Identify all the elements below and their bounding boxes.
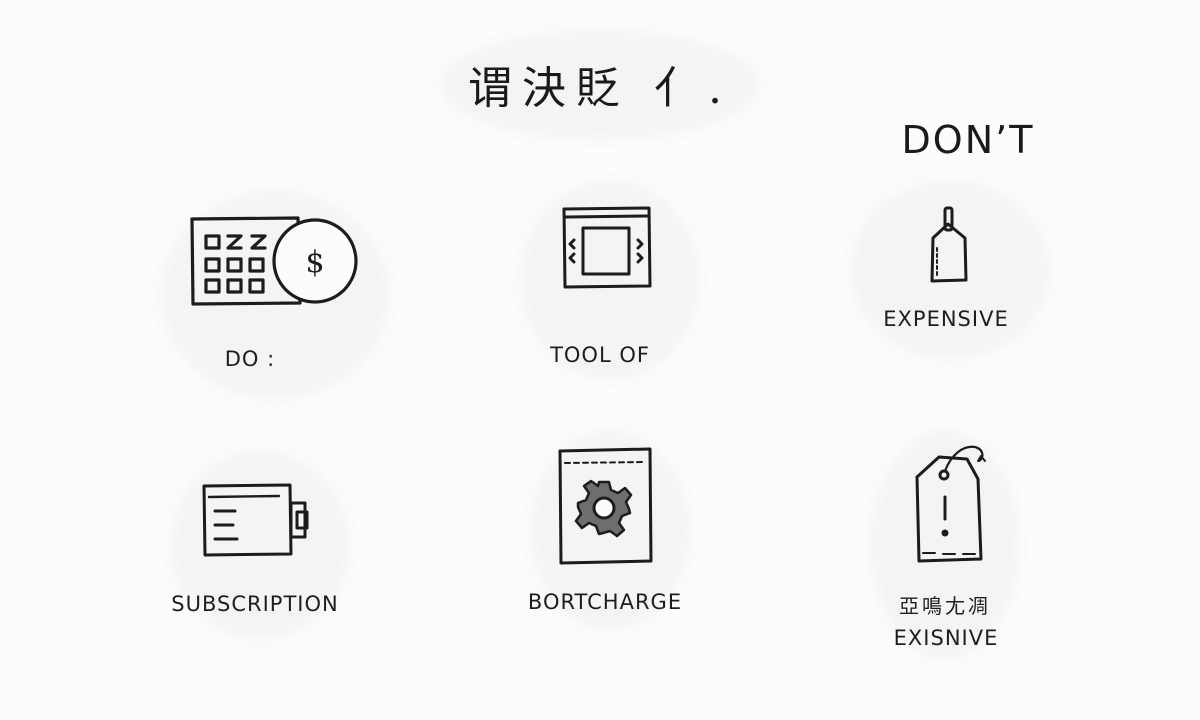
- background-blob: [850, 180, 1050, 360]
- column-heading-dont: DON’T: [901, 118, 1035, 162]
- frame-outline: [562, 206, 652, 289]
- cell-label-subscription: SUBSCRIPTION: [171, 592, 339, 616]
- tag-string: [943, 206, 954, 232]
- page-title: 谓決貶 亻.: [468, 63, 732, 114]
- cell-label-cjk: 亞鳴尢凋: [899, 594, 991, 618]
- calendar-cell: [248, 278, 265, 294]
- background-blob: [520, 180, 700, 380]
- calendar-outline: [190, 216, 302, 306]
- cell-label-expensive: EXPENSIVE: [883, 307, 1009, 331]
- background-blob: [160, 190, 390, 400]
- calendar-z-mark: [250, 234, 267, 250]
- calendar-z-mark: [226, 234, 243, 250]
- background-blob: [170, 450, 350, 640]
- gear-icon: [574, 479, 633, 538]
- tag-exclamation-dot: [941, 529, 949, 537]
- calendar-cell: [248, 257, 265, 273]
- frame-top-bar: [564, 214, 650, 219]
- cell-label-bortcharge: BORTCHARGE: [527, 590, 683, 614]
- cell-label-exisnive: EXISNIVE: [893, 626, 999, 650]
- battery-terminal: [295, 510, 309, 530]
- calendar-cell: [226, 257, 243, 273]
- calendar-cell: [204, 257, 221, 273]
- background-blob: [440, 30, 760, 140]
- card-line: [207, 494, 281, 499]
- left-arrow-mark: [568, 238, 576, 250]
- tag-dashes: [922, 552, 976, 555]
- coin-outline: [272, 218, 358, 304]
- tag-hole: [938, 469, 950, 481]
- calendar-coin-icon: $: [190, 216, 358, 306]
- right-arrow-mark: [636, 238, 644, 250]
- cell-label-do: DO :: [224, 347, 276, 371]
- calendar-cell: [226, 278, 243, 294]
- price-tag-icon: [930, 206, 968, 283]
- battery-tab: [289, 501, 307, 539]
- screen-window: [581, 226, 631, 276]
- box-top-line: [564, 461, 646, 464]
- gear-box-icon: [558, 447, 653, 565]
- right-arrow-mark: [636, 252, 644, 264]
- framed-screen-icon: [562, 206, 652, 289]
- calendar-cell: [204, 234, 221, 250]
- calendar-cell: [204, 278, 221, 294]
- battery-card-icon: [202, 483, 309, 557]
- coin-dollar-symbol: $: [305, 245, 324, 280]
- large-price-tag-icon: [915, 445, 986, 563]
- card-outline: [202, 483, 293, 557]
- tag-body: [915, 455, 983, 563]
- cell-label-tool-of: TOOL OF: [550, 343, 650, 367]
- left-arrow-mark: [568, 252, 576, 264]
- tag-string-end: [977, 455, 986, 462]
- box-outline: [558, 447, 653, 565]
